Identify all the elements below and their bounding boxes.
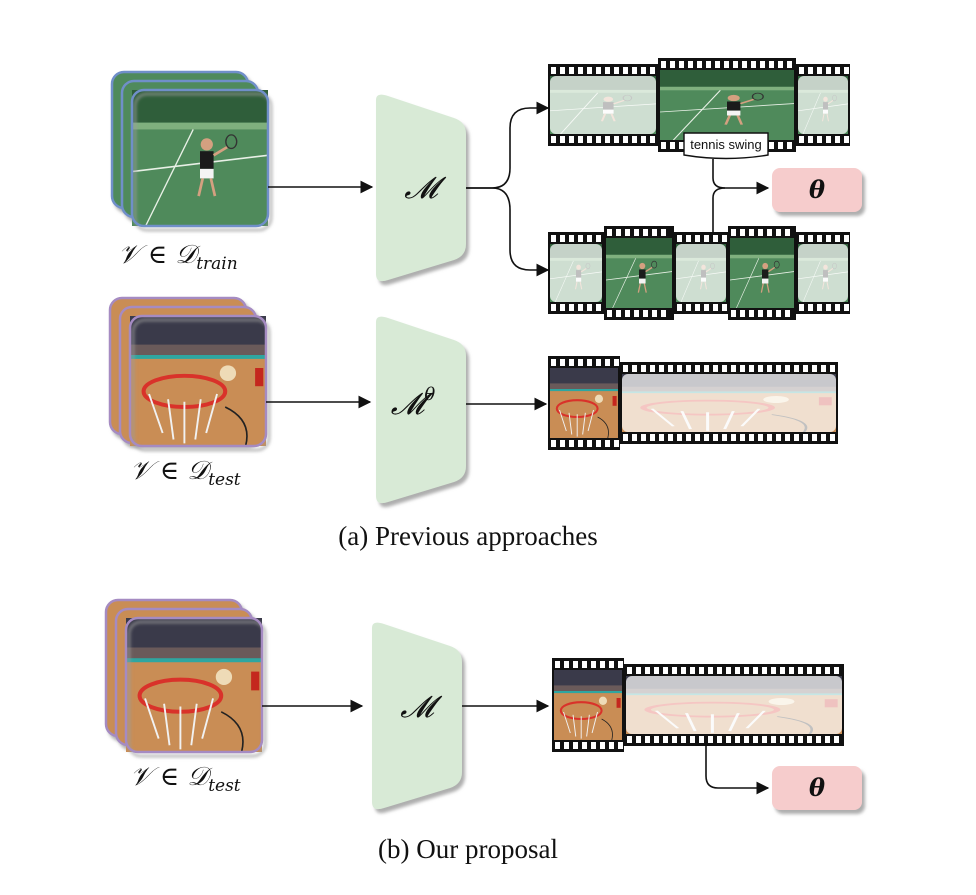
caption-b: (b) Our proposal: [378, 834, 558, 864]
test-domain-label-a-sub: test: [208, 470, 241, 491]
theta-label-a: θ: [809, 175, 825, 204]
model-label-adapted-sup: θ: [424, 384, 435, 405]
train-video-stack: [110, 70, 270, 228]
test-domain-label-b-sub: test: [208, 776, 241, 797]
svg-text:𝓜θ: 𝓜θ: [391, 384, 436, 422]
test-domain-label-a-base: 𝒱 ∈ 𝒟: [130, 456, 209, 486]
film-strip-train-top: [548, 58, 850, 152]
arrow-bottom-strip-to-theta: [712, 187, 726, 234]
model-shape-adapted: 𝓜θ: [376, 316, 466, 504]
test-video-stack-a: [108, 296, 268, 448]
train-domain-label-sub: train: [196, 254, 238, 275]
film-strip-test-a: [548, 356, 838, 450]
film-strip-train-bottom: [548, 226, 850, 320]
caption-a: (a) Previous approaches: [338, 521, 597, 551]
film-strip-test-b: [552, 658, 844, 752]
model-shape-train: 𝓜: [376, 94, 466, 282]
annotation-tag: tennis swing: [683, 132, 769, 160]
train-domain-label: 𝒱 ∈ 𝒟train: [118, 240, 238, 274]
arrow-model-to-bottom-strip: [466, 187, 550, 277]
arrow-strip-to-theta-b: [705, 744, 770, 795]
train-domain-label-base: 𝒱 ∈ 𝒟: [118, 240, 197, 270]
test-domain-label-a: 𝒱 ∈ 𝒟test: [130, 456, 241, 490]
arrow-tag-to-theta: [712, 159, 770, 195]
theta-box-b: θ: [772, 766, 862, 810]
annotation-tag-label: tennis swing: [690, 137, 762, 152]
model-shape-b: 𝓜: [372, 622, 462, 810]
arrow-model-to-top-strip: [466, 101, 550, 189]
test-video-stack-b: [104, 598, 264, 754]
test-domain-label-b-base: 𝒱 ∈ 𝒟: [130, 762, 209, 792]
theta-label-b: θ: [809, 773, 825, 802]
test-domain-label-b: 𝒱 ∈ 𝒟test: [130, 762, 241, 796]
theta-box-a: θ: [772, 168, 862, 212]
